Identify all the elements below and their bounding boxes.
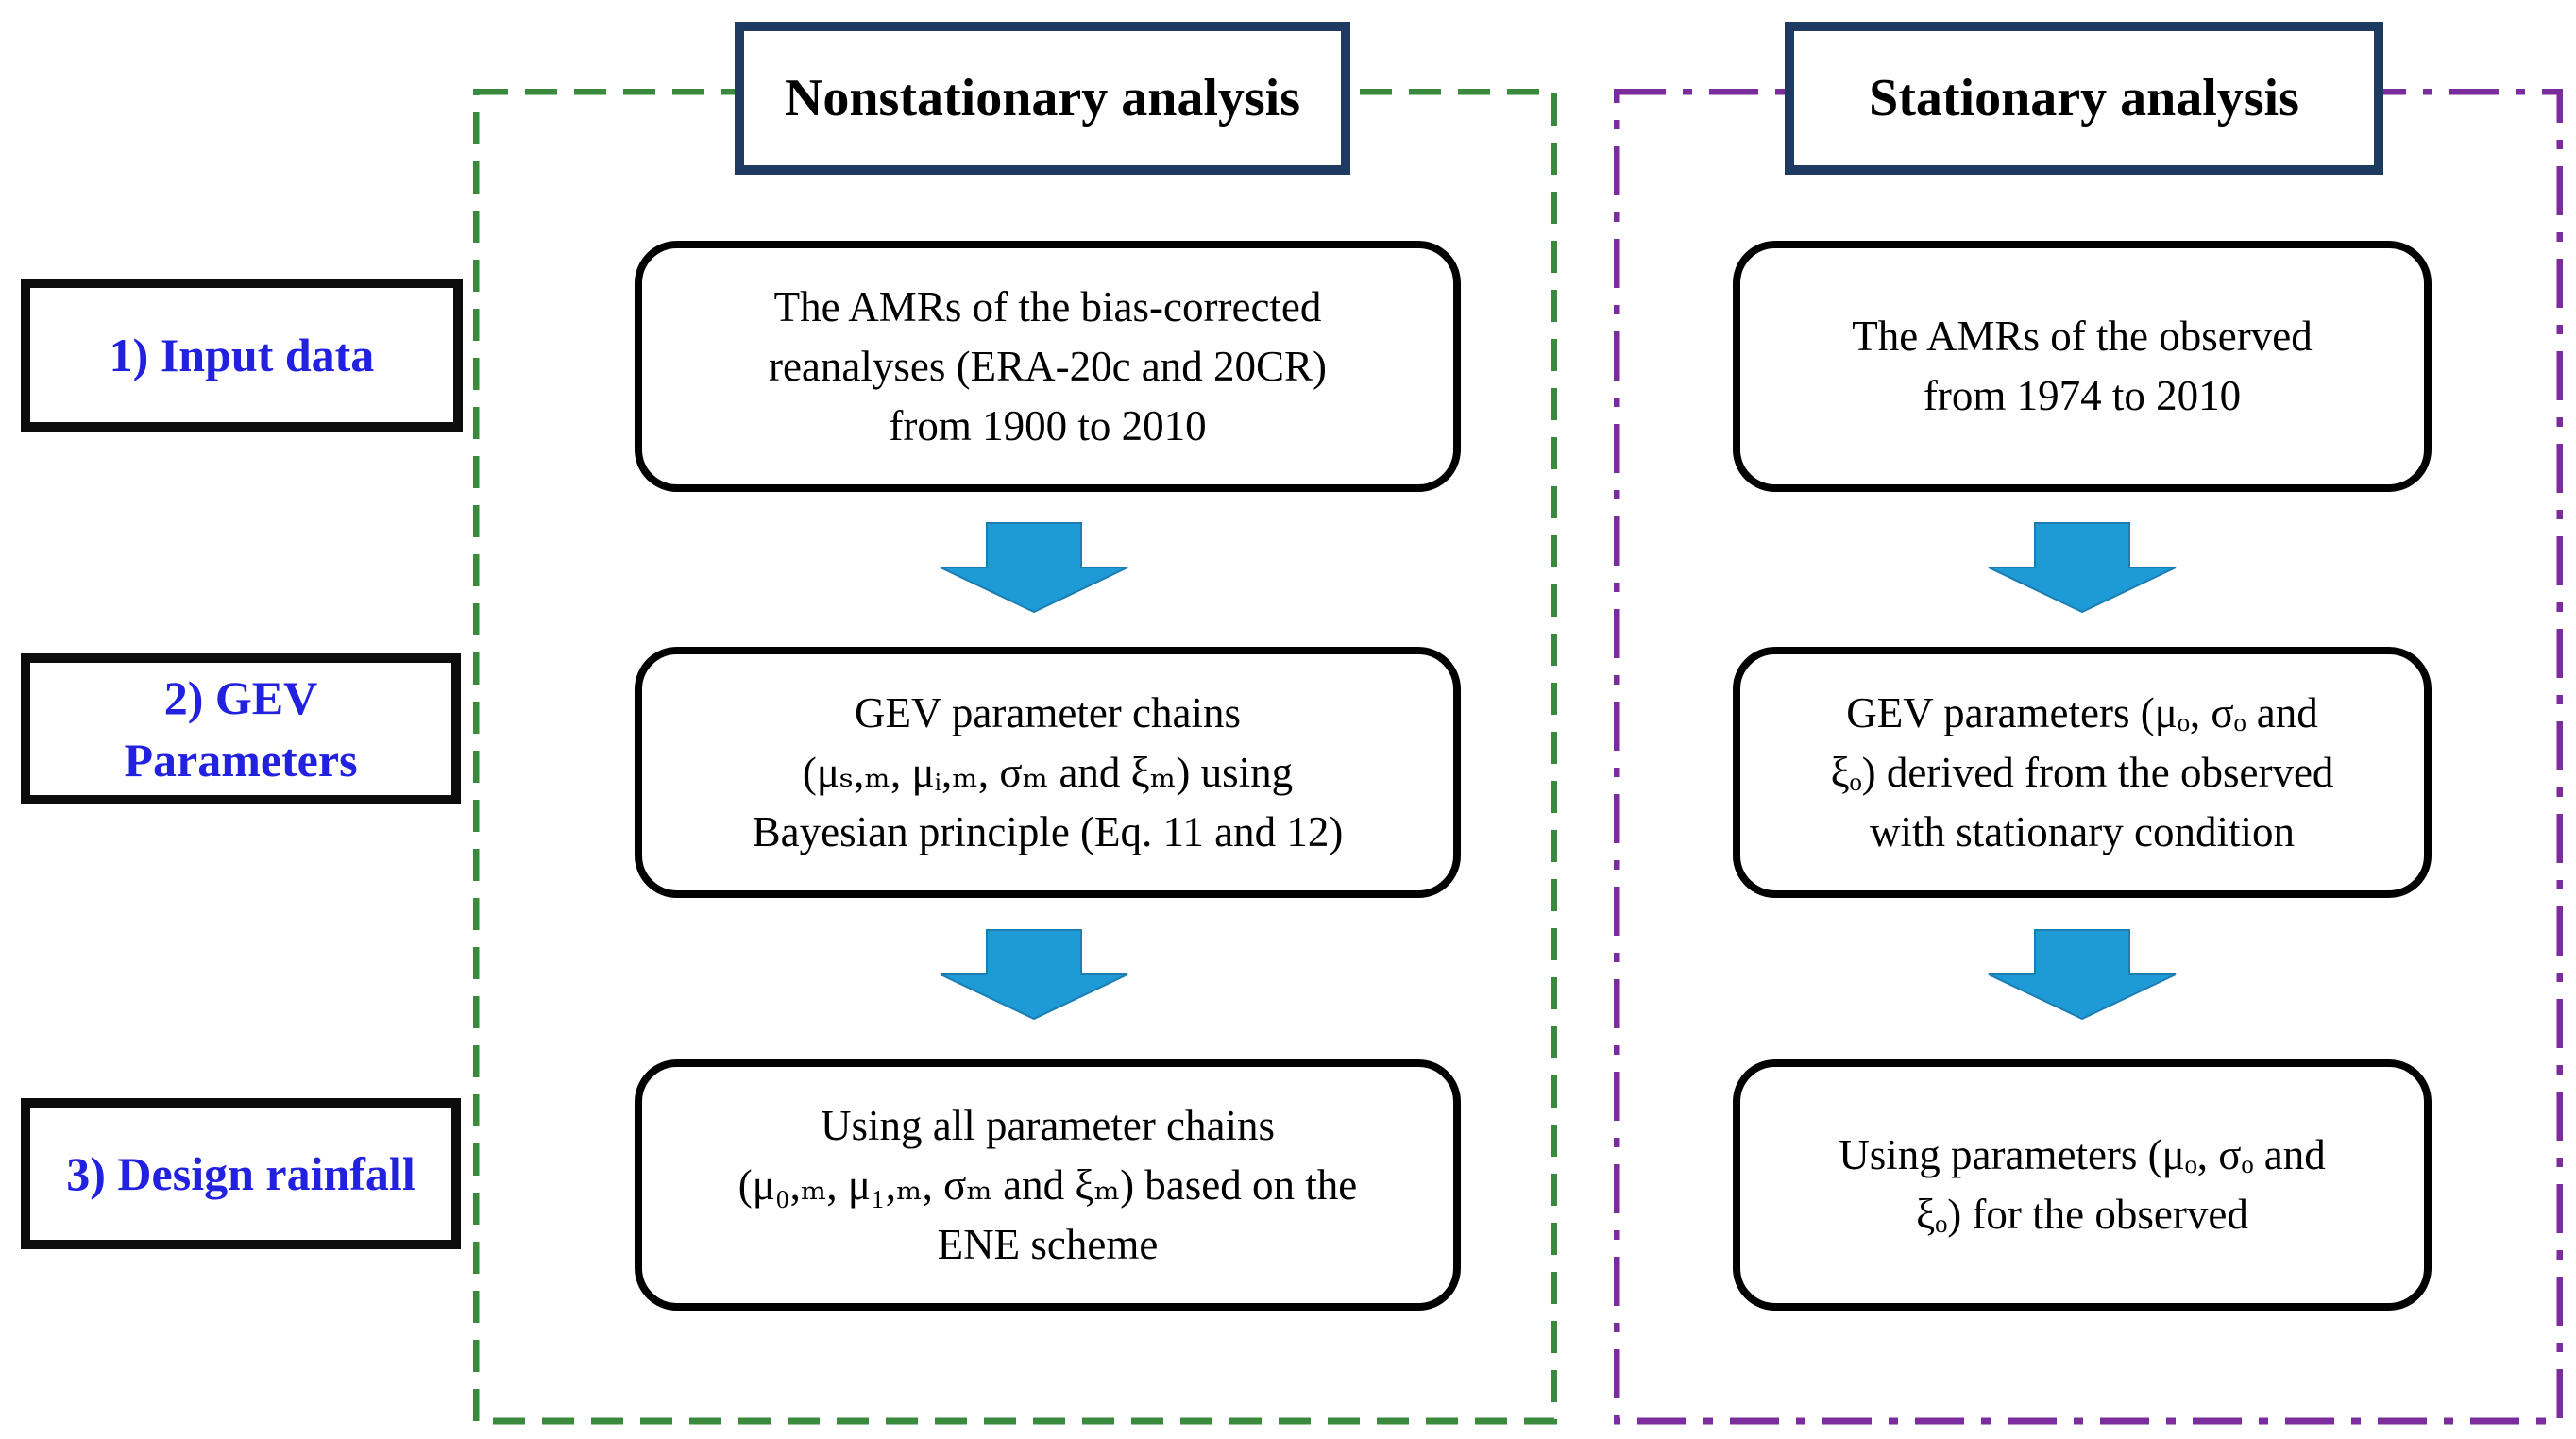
box-text-line: from 1974 to 2010 (1923, 372, 2242, 419)
box-text-line: The AMRs of the bias-corrected (773, 282, 1322, 330)
green-dashed-rect (473, 89, 1557, 1425)
down-arrow-shape (940, 522, 1128, 613)
box-text-line: ξₒ) for the observed (1916, 1191, 2248, 1238)
down-arrow-icon (1988, 929, 2177, 1020)
box-text-line: Using parameters (μₒ, σₒ and (1839, 1131, 2326, 1178)
down-arrow-shape (1988, 522, 2177, 613)
box-text-line: (μ₀,ₘ, μ₁,ₘ, σₘ and ξₘ) based on the (737, 1160, 1358, 1209)
box-text-line: ξₒ) derived from the observed (1830, 748, 2334, 796)
row-label-text: 3) Design rainfall (66, 1147, 415, 1200)
row-label-design-rainfall: 3) Design rainfall (21, 1098, 461, 1249)
nonstationary-design-rainfall-box: Using all parameter chains (μ₀,ₘ, μ₁,ₘ, … (635, 1059, 1461, 1311)
nonstationary-input-data-box: The AMRs of the bias-corrected reanalyse… (635, 241, 1461, 492)
stationary-input-data-box: The AMRs of the observed from 1974 to 20… (1733, 241, 2432, 492)
down-arrow-icon (1988, 522, 2177, 613)
nonstationary-frame-dashed-border (473, 89, 1557, 1425)
box-text-line: Bayesian principle (Eq. 11 and 12) (752, 807, 1344, 855)
nonstationary-title: Nonstationary analysis (784, 69, 1301, 127)
box-text-line: with stationary condition (1870, 807, 2295, 855)
box-text-line: ENE scheme (937, 1220, 1159, 1268)
down-arrow-shape (940, 929, 1128, 1020)
nonstationary-title-box: Nonstationary analysis (735, 22, 1350, 175)
row-label-input-data: 1) Input data (21, 279, 463, 432)
box-text-line: GEV parameter chains (855, 688, 1241, 736)
row-label-text: Parameters (124, 734, 358, 787)
stationary-title: Stationary analysis (1869, 69, 2299, 127)
down-arrow-icon (940, 522, 1128, 613)
down-arrow-icon (940, 929, 1128, 1020)
nonstationary-gev-parameters-box: GEV parameter chains (μₛ,ₘ, μᵢ,ₘ, σₘ and… (635, 647, 1461, 898)
box-text-line: reanalyses (ERA-20c and 20CR) (768, 342, 1328, 390)
box-text-line: The AMRs of the observed (1852, 313, 2313, 360)
stationary-title-box: Stationary analysis (1785, 22, 2383, 175)
box-text-line: GEV parameters (μₒ, σₒ and (1846, 688, 2318, 736)
row-label-text: 1) Input data (109, 329, 375, 381)
box-text-line: from 1900 to 2010 (889, 401, 1207, 449)
stationary-gev-parameters-box: GEV parameters (μₒ, σₒ and ξₒ) derived f… (1733, 647, 2432, 898)
box-text-line: (μₛ,ₘ, μᵢ,ₘ, σₘ and ξₘ) using (802, 748, 1294, 796)
row-label-gev-parameters: 2) GEV Parameters (21, 653, 461, 804)
stationary-design-rainfall-box: Using parameters (μₒ, σₒ and ξₒ) for the… (1733, 1059, 2432, 1311)
row-label-text: 2) GEV (163, 671, 318, 724)
box-text-line: Using all parameter chains (820, 1101, 1276, 1149)
down-arrow-shape (1988, 929, 2177, 1020)
